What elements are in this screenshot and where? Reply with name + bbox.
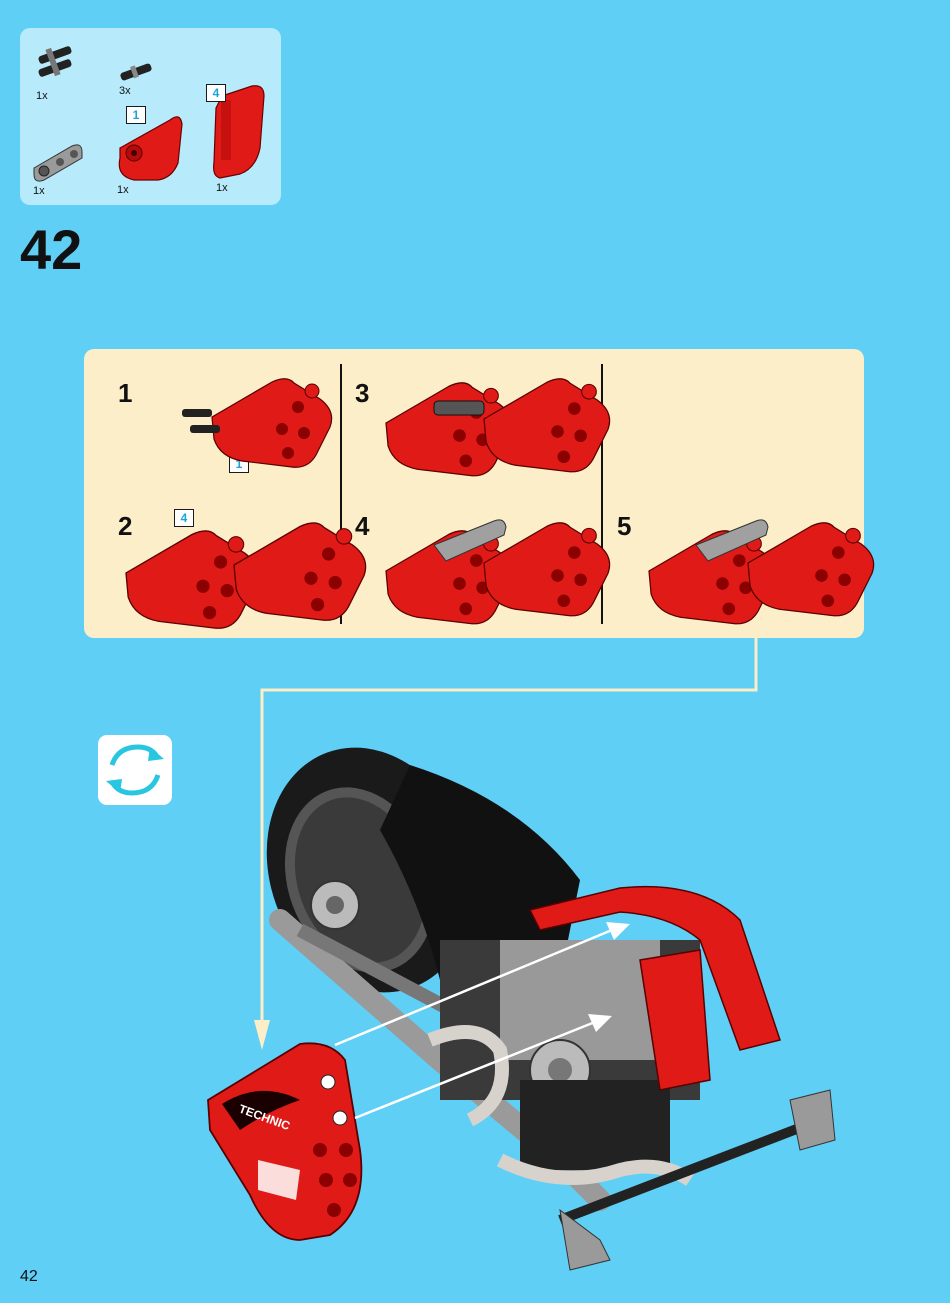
new-side-panel: TECHNIC	[208, 1043, 361, 1240]
page-number: 42	[20, 1268, 38, 1286]
